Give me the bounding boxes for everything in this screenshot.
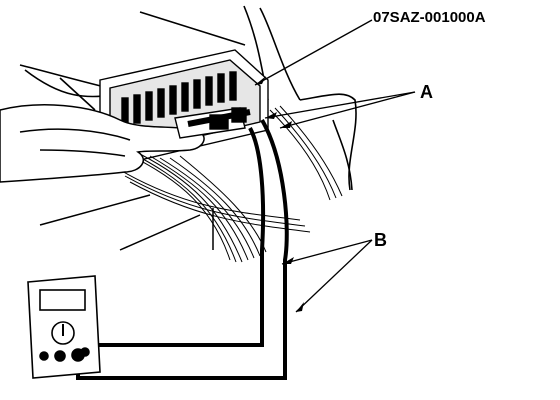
callout-a-label: A	[420, 82, 433, 102]
misc-outline	[39, 194, 214, 251]
test-leads	[76, 119, 289, 380]
callout-b-label: B	[374, 230, 387, 250]
leader-lines	[254, 19, 416, 313]
part-number-label: 07SAZ-001000A	[373, 9, 486, 26]
test-probes	[174, 107, 251, 139]
multimeter-icon	[27, 275, 101, 379]
arrowheads	[255, 76, 304, 312]
connector-pins	[121, 71, 237, 125]
hand-icon	[0, 104, 205, 183]
